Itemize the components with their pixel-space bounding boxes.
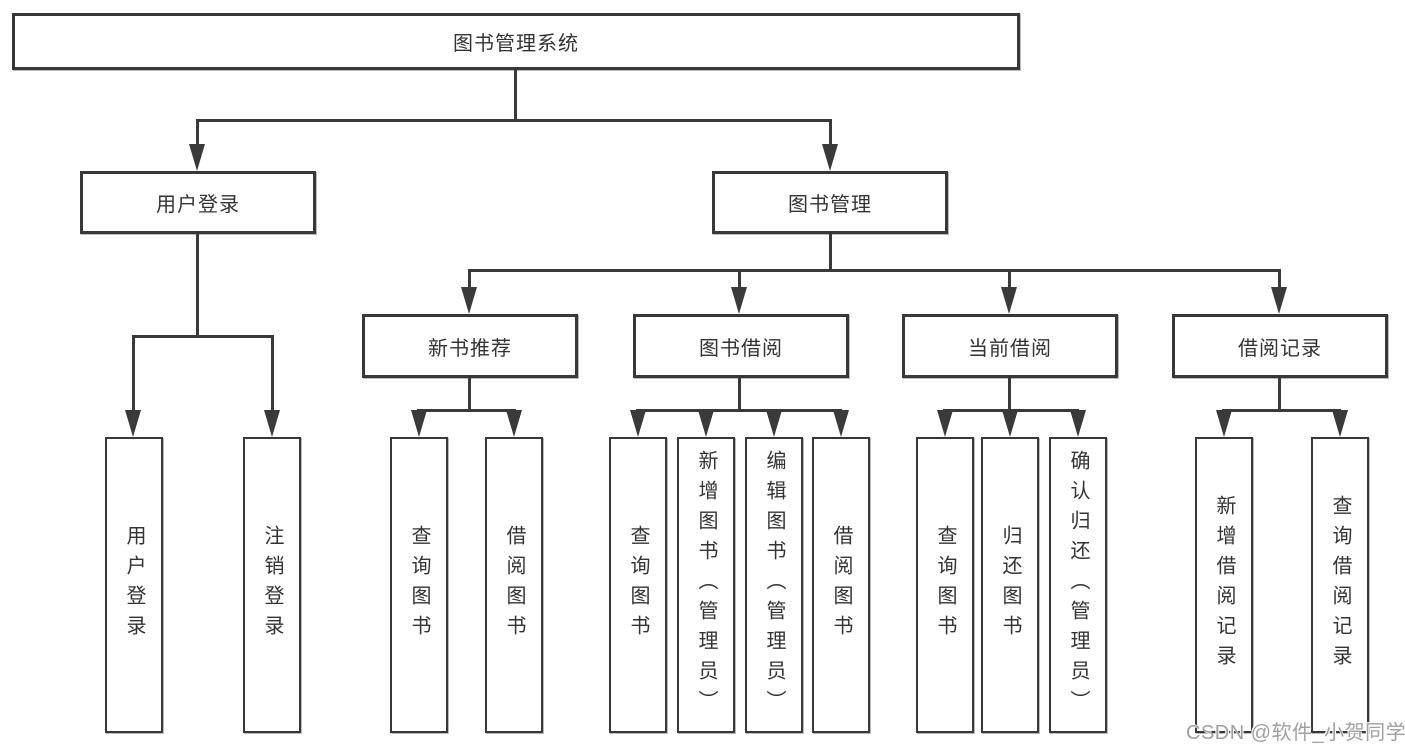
leaf-borrow-books: 借阅图书 [812, 437, 870, 733]
leaf-user-login: 用户登录 [105, 437, 163, 733]
leaf-user-login-label: 用户登录 [123, 525, 145, 645]
leaf-logout: 注销登录 [243, 437, 301, 733]
connector-line [196, 119, 832, 122]
leaf-query-books-current: 查询图书 [916, 437, 974, 733]
arrowhead-icon [411, 410, 427, 437]
connector-line [132, 335, 274, 338]
connector-line [1008, 378, 1011, 411]
arrowhead-icon [1001, 287, 1017, 314]
node-borrowing-records: 借阅记录 [1172, 314, 1388, 378]
leaf-borrow-books-recommend: 借阅图书 [485, 437, 543, 733]
arrowhead-icon [125, 410, 141, 437]
connector-line [1008, 269, 1011, 289]
node-book-borrowing: 图书借阅 [633, 314, 849, 378]
arrowhead-icon [937, 410, 953, 437]
arrowhead-icon [1002, 410, 1018, 437]
connector-line [1278, 269, 1281, 289]
connector-line [514, 70, 517, 121]
leaf-confirm-return-admin: 确认归还（管理员） [1049, 437, 1107, 733]
leaf-return-book: 归还图书 [981, 437, 1039, 733]
arrowhead-icon [833, 410, 849, 437]
connector-line [468, 269, 1281, 272]
leaf-add-borrow-record-label: 新增借阅记录 [1213, 495, 1235, 675]
leaf-borrow-books-label: 借阅图书 [830, 525, 852, 645]
leaf-query-books-recommend: 查询图书 [390, 437, 448, 733]
node-new-book-recommend: 新书推荐 [362, 314, 578, 378]
connector-line [417, 409, 516, 412]
arrowhead-icon [698, 410, 714, 437]
leaf-edit-book-admin-label: 编辑图书（管理员） [763, 450, 785, 720]
arrowhead-icon [506, 410, 522, 437]
node-system-root: 图书管理系统 [12, 13, 1020, 70]
connector-line [196, 234, 199, 337]
leaf-return-book-label: 归还图书 [999, 525, 1021, 645]
arrowhead-icon [189, 144, 205, 171]
csdn-watermark: CSDN @软件_小贺同学 [1186, 722, 1405, 744]
connector-line [271, 335, 274, 412]
connector-line [829, 234, 832, 271]
connector-line [1222, 409, 1341, 412]
leaf-add-book-admin: 新增图书（管理员） [677, 437, 735, 733]
leaf-edit-book-admin: 编辑图书（管理员） [745, 437, 803, 733]
connector-line [468, 378, 471, 411]
leaf-query-borrow-record: 查询借阅记录 [1311, 437, 1369, 733]
connector-line [1278, 378, 1281, 411]
leaf-query-borrow-record-label: 查询借阅记录 [1329, 495, 1351, 675]
connector-line [468, 269, 471, 289]
arrowhead-icon [731, 287, 747, 314]
arrowhead-icon [461, 287, 477, 314]
leaf-confirm-return-admin-label: 确认归还（管理员） [1067, 450, 1089, 720]
arrowhead-icon [822, 144, 838, 171]
connector-line [196, 119, 199, 147]
connector-line [829, 119, 832, 147]
arrowhead-icon [1216, 410, 1232, 437]
connector-line [738, 378, 741, 411]
arrowhead-icon [766, 410, 782, 437]
leaf-add-book-admin-label: 新增图书（管理员） [695, 450, 717, 720]
node-current-borrowing: 当前借阅 [902, 314, 1118, 378]
leaf-query-books-borrowing-label: 查询图书 [627, 525, 649, 645]
arrowhead-icon [1070, 410, 1086, 437]
node-user-login: 用户登录 [80, 171, 316, 234]
arrowhead-icon [264, 410, 280, 437]
node-book-management: 图书管理 [712, 171, 948, 234]
leaf-logout-label: 注销登录 [261, 525, 283, 645]
leaf-add-borrow-record: 新增借阅记录 [1195, 437, 1253, 733]
connector-line [738, 269, 741, 289]
connector-line [636, 409, 842, 412]
arrowhead-icon [1271, 287, 1287, 314]
leaf-query-books-recommend-label: 查询图书 [408, 525, 430, 645]
arrowhead-icon [1332, 410, 1348, 437]
leaf-borrow-books-recommend-label: 借阅图书 [503, 525, 525, 645]
leaf-query-books-borrowing: 查询图书 [609, 437, 667, 733]
leaf-query-books-current-label: 查询图书 [934, 525, 956, 645]
arrowhead-icon [630, 410, 646, 437]
connector-line [132, 335, 135, 412]
